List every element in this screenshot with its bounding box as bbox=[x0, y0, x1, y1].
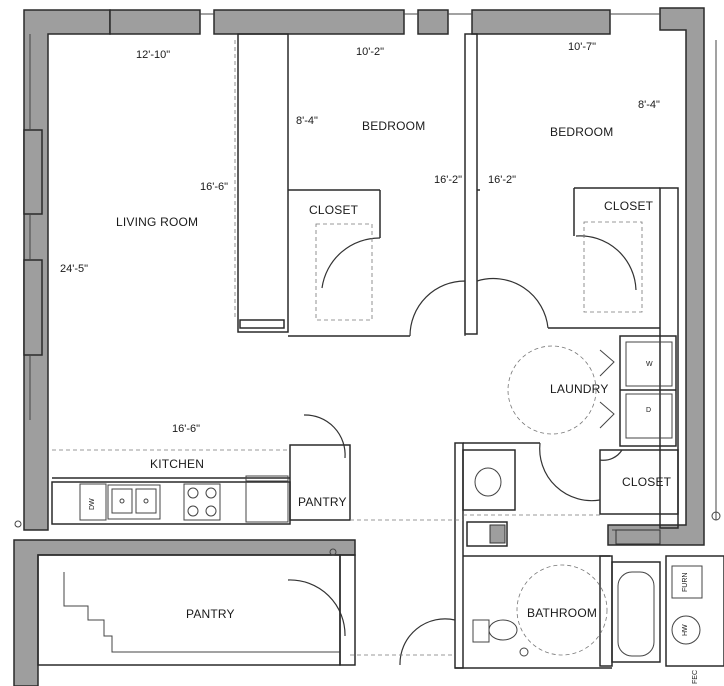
pantry-small-label: PANTRY bbox=[298, 495, 347, 509]
windows bbox=[29, 13, 717, 520]
living-depth-dim: 24'-5" bbox=[60, 263, 89, 275]
dryer-tag: D bbox=[646, 407, 652, 414]
bathroom-label: BATHROOM bbox=[527, 606, 598, 620]
washer-tag: W bbox=[646, 361, 653, 368]
closet-2-label: CLOSET bbox=[604, 199, 654, 213]
bedroom-2-length-dim: 16'-2" bbox=[488, 174, 517, 186]
closet-3-label: CLOSET bbox=[622, 475, 672, 489]
kitchen-fixtures bbox=[51, 475, 291, 525]
mechanical-room bbox=[14, 511, 724, 667]
pantry-shelves bbox=[37, 554, 341, 666]
bedroom-1-width-dim: 10'-2" bbox=[356, 46, 385, 58]
closet-1-label: CLOSET bbox=[309, 203, 359, 217]
laundry-label: LAUNDRY bbox=[550, 382, 609, 396]
kitchen-width-dim: 16'-6" bbox=[172, 423, 201, 435]
laundry-machines bbox=[625, 341, 673, 439]
living-inner-dim: 16'-6" bbox=[200, 181, 229, 193]
kitchen-label: KITCHEN bbox=[150, 457, 205, 471]
bedroom-2-width-dim: 10'-7" bbox=[568, 41, 597, 53]
pantry-large-label: PANTRY bbox=[186, 607, 235, 621]
door-swings bbox=[287, 235, 637, 666]
bathroom-fixtures bbox=[462, 449, 661, 663]
dashed-guides bbox=[52, 40, 643, 656]
living-room-label: LIVING ROOM bbox=[116, 215, 199, 229]
bedroom-2-depth-dim: 8'-4" bbox=[638, 99, 660, 111]
bedroom-1-depth-dim: 8'-4" bbox=[296, 115, 318, 127]
bedroom-2-label: BEDROOM bbox=[550, 125, 614, 139]
water-heater-tag: HW bbox=[682, 624, 689, 636]
living-width-dim: 12'-10" bbox=[136, 49, 171, 61]
bedroom-1-label: BEDROOM bbox=[362, 119, 426, 133]
furnace-tag: FURN bbox=[682, 572, 689, 592]
bedroom-1-length-dim: 16'-2" bbox=[434, 174, 463, 186]
dishwasher-tag: DW bbox=[89, 498, 96, 510]
interior-walls bbox=[237, 33, 679, 669]
extinguisher-tag: FEC bbox=[692, 670, 699, 684]
